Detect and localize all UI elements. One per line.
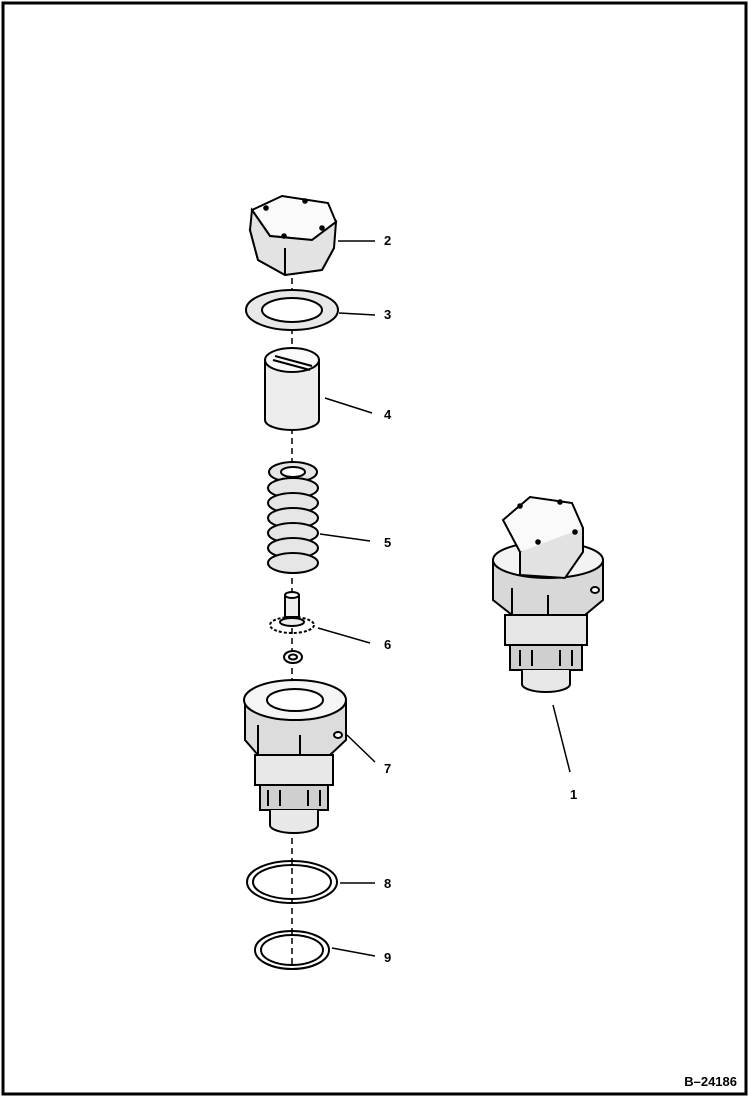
callout-3: 3 [384, 307, 392, 322]
callout-5: 5 [384, 535, 392, 550]
part-3-washer [245, 289, 339, 331]
part-1-assembled-valve [492, 495, 604, 693]
part-6-poppet [269, 591, 315, 664]
part-2-hex-cap [248, 194, 338, 277]
callout-7: 7 [384, 761, 392, 776]
leader-lines [317, 240, 571, 957]
part-9-backup-ring [254, 930, 330, 970]
callout-6: 6 [384, 637, 392, 652]
figure-id: B–24186 [684, 1074, 737, 1089]
part-8-o-ring [246, 860, 338, 904]
callout-8: 8 [384, 876, 392, 891]
callout-4: 4 [384, 407, 392, 422]
part-7-valve-body [243, 679, 347, 834]
callout-9: 9 [384, 950, 392, 965]
part-4-sleeve [264, 347, 320, 431]
part-5-spring [267, 461, 319, 574]
callout-1: 1 [570, 787, 578, 802]
callout-2: 2 [384, 233, 392, 248]
